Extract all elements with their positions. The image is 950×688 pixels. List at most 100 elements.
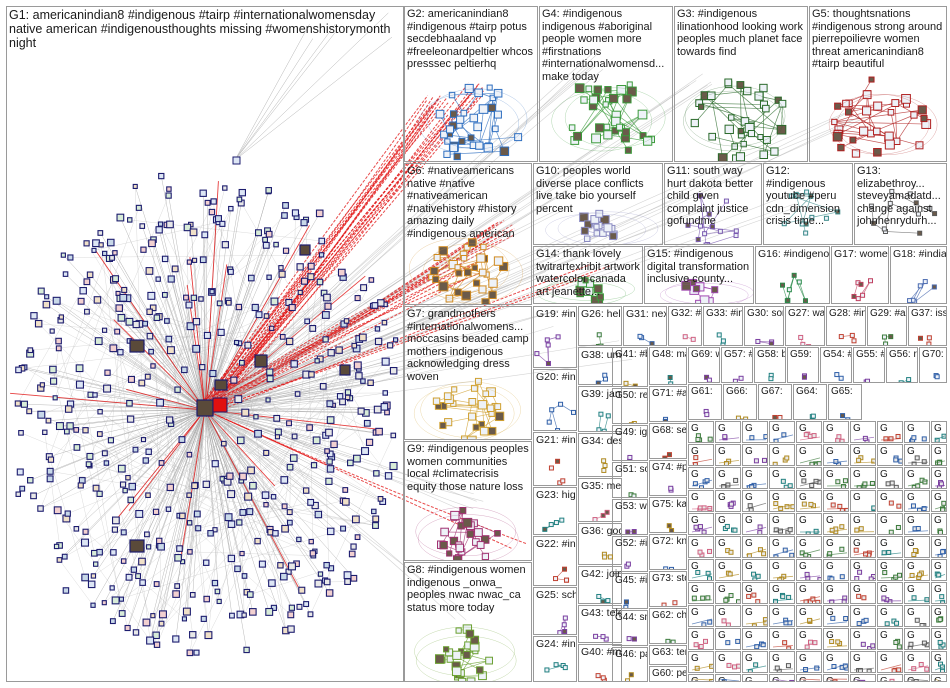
group-box-g61: G61:	[688, 384, 722, 420]
small-group-label: G	[907, 538, 927, 549]
small-group-label: G	[691, 561, 711, 572]
group-label-g7: G7: grandmothers #internationalwomens...…	[407, 308, 529, 384]
small-group-cell: G	[904, 444, 930, 466]
small-group-label: G	[772, 446, 792, 457]
small-group-label: G	[907, 423, 927, 434]
small-group-label: G	[691, 515, 711, 526]
small-group-label: G	[826, 607, 846, 618]
small-group-cell: G	[904, 605, 930, 627]
small-group-label: G	[934, 423, 944, 434]
group-box-g13: G13: elizabethroy... steveyamadatd... ch…	[854, 163, 947, 245]
group-box-g62: G62: che...	[649, 608, 687, 644]
small-group-label: G	[880, 423, 900, 434]
group-label-g11: G11: south way hurt dakota better child …	[667, 165, 759, 228]
group-box-g12: G12: #indigenous youtube #peru cdn_dimen…	[763, 163, 853, 245]
group-label-g34: G34: desp... histo...	[581, 435, 619, 447]
small-group-label: G	[880, 446, 900, 457]
small-group-label: G	[718, 561, 738, 572]
small-group-label: G	[718, 492, 738, 503]
small-group-label: G	[880, 607, 900, 618]
small-group-label: G	[880, 584, 900, 595]
small-group-cell: G	[688, 559, 714, 581]
group-box-g71: G71: #au...	[649, 386, 687, 422]
small-group-label: G	[853, 469, 873, 480]
small-group-cell: G	[796, 651, 822, 673]
small-group-cell: G	[796, 513, 822, 535]
small-group-cell: G	[823, 536, 849, 558]
small-group-cell: G	[796, 467, 822, 489]
small-group-cell: G	[823, 651, 849, 673]
small-group-label: G	[853, 492, 873, 503]
small-group-label: G	[772, 538, 792, 549]
small-group-label: G	[718, 584, 738, 595]
small-group-label: G	[934, 607, 944, 618]
group-box-g24: G24: #indig... threats...	[533, 636, 577, 682]
small-group-cell: G	[715, 444, 741, 466]
small-group-label: G	[880, 469, 900, 480]
group-box-g6: G6: #nativeamericans native #native #nat…	[404, 163, 532, 305]
small-group-label: G	[745, 423, 765, 434]
small-group-label: G	[934, 446, 944, 457]
small-group-cell: G	[688, 536, 714, 558]
small-group-cell: G	[769, 559, 795, 581]
small-group-cell: G	[850, 421, 876, 443]
small-group-cell: G	[823, 513, 849, 535]
small-group-cell: G	[715, 559, 741, 581]
small-group-label: G	[718, 538, 738, 549]
small-group-cell: G	[823, 674, 849, 682]
small-group-label: G	[772, 515, 792, 526]
group-box-g28: G28: #indig... panco...	[826, 306, 866, 346]
small-group-label: G	[745, 446, 765, 457]
small-group-cell: G	[688, 421, 714, 443]
small-group-label: G	[691, 584, 711, 595]
small-group-label: G	[691, 538, 711, 549]
small-group-cell: G	[742, 536, 768, 558]
group-label-g36: G36: good #indi...	[581, 525, 619, 537]
small-group-cell: G	[823, 444, 849, 466]
small-group-label: G	[853, 515, 873, 526]
group-label-g37: G37: issue speci...	[911, 308, 944, 319]
small-group-label: G	[718, 469, 738, 480]
small-group-cell: G	[850, 467, 876, 489]
small-group-label: G	[691, 630, 711, 641]
group-box-g66: G66:	[723, 384, 757, 420]
group-label-g62: G62: che...	[652, 610, 684, 621]
group-label-g13: G13: elizabethroy... steveyamadatd... ch…	[857, 165, 944, 228]
small-group-label: G	[745, 492, 765, 503]
small-group-label: G	[934, 584, 944, 595]
group-label-g40: G40: #mig...	[581, 646, 619, 658]
group-label-g48: G48: mark... #indi...	[652, 349, 684, 360]
small-group-cell: G	[769, 628, 795, 650]
small-group-label: G	[880, 653, 900, 664]
group-label-g25: G25: school pedro...	[536, 589, 574, 601]
group-label-g38: G38: umn... scho...	[581, 349, 619, 361]
small-group-cell: G	[850, 628, 876, 650]
group-label-g29: G29: #abori... riley...	[870, 308, 904, 319]
small-group-label: G	[934, 653, 944, 664]
small-group-cell: G	[931, 559, 947, 581]
group-label-g44: G44: smil...	[615, 612, 645, 623]
group-label-g32: G32: #abor... wome...	[671, 308, 699, 319]
small-group-label: G	[853, 446, 873, 457]
small-group-cell: G	[796, 421, 822, 443]
small-group-cell: G	[742, 490, 768, 512]
group-label-g14: G14: thank lovely twitrartexhibit artwor…	[536, 248, 640, 298]
small-group-cell: G	[850, 582, 876, 604]
small-group-cell: G	[877, 582, 903, 604]
small-group-label: G	[934, 561, 944, 572]
small-group-cell: G	[850, 605, 876, 627]
small-group-label: G	[799, 584, 819, 595]
small-group-label: G	[745, 607, 765, 618]
small-group-cell: G	[769, 651, 795, 673]
small-group-cell: G	[931, 444, 947, 466]
small-group-label: G	[934, 538, 944, 549]
small-group-label: G	[880, 492, 900, 503]
group-label-g24: G24: #indig... threats...	[536, 638, 574, 650]
group-box-g1: G1: americanindian8 #indigenous #tairp #…	[6, 6, 404, 682]
group-label-g75: G75: ka...	[652, 499, 684, 510]
group-box-g22: G22: #indig... woma...	[533, 536, 577, 586]
group-label-g70: G70: #in...	[922, 349, 944, 360]
group-label-g22: G22: #indig... woma...	[536, 538, 574, 550]
small-group-cell: G	[823, 467, 849, 489]
group-box-g25: G25: school pedro...	[533, 587, 577, 635]
